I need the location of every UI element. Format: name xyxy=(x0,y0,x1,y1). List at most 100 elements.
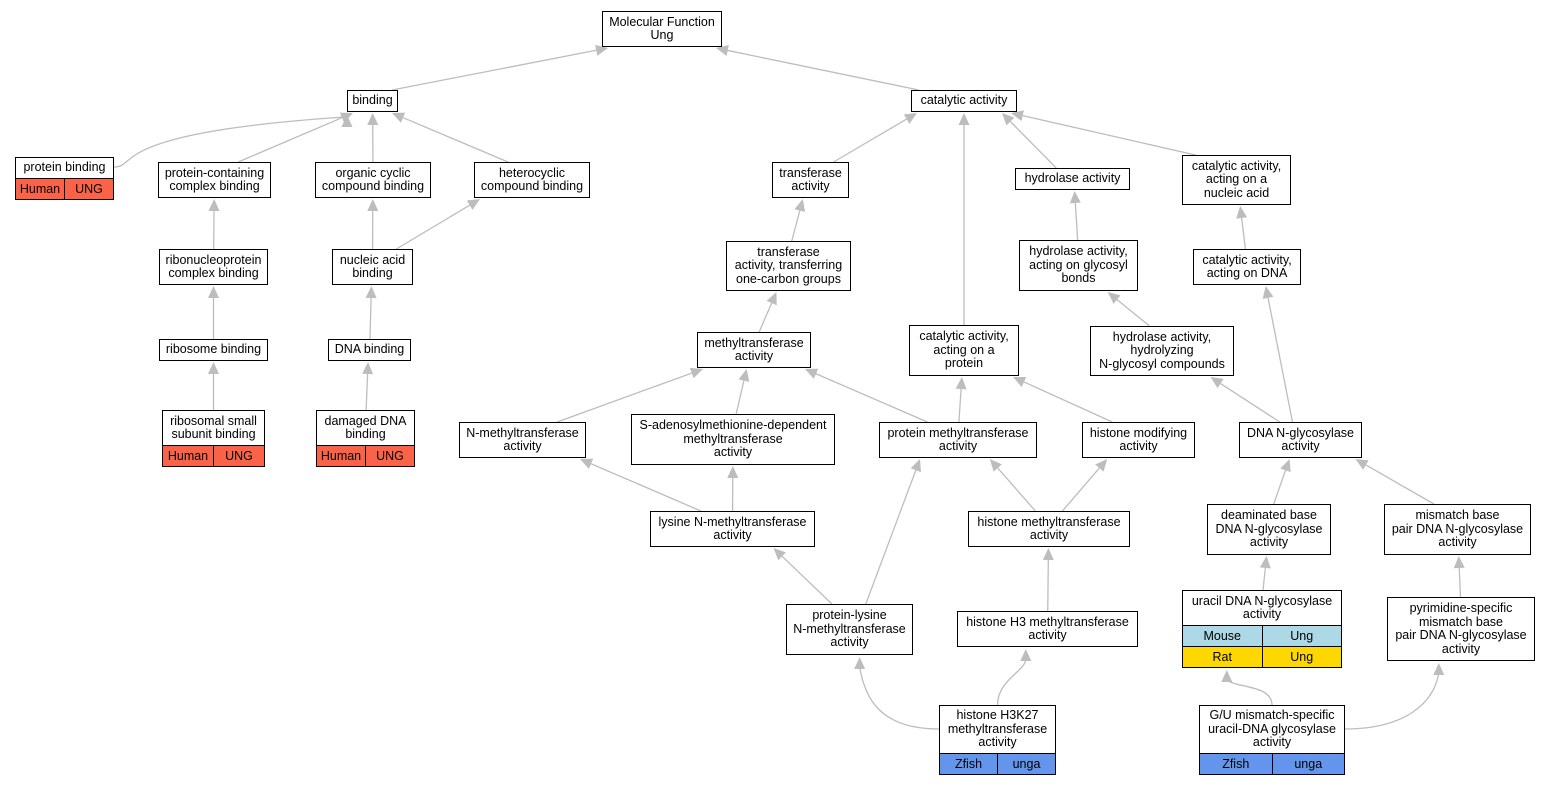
go-term-node-hc-binding[interactable]: heterocyclic compound binding xyxy=(474,162,590,198)
go-term-node-catalytic[interactable]: catalytic activity xyxy=(911,90,1017,112)
edge-line xyxy=(237,117,343,163)
go-term-node-trans-one-c[interactable]: transferase activity, transferring one-c… xyxy=(726,241,851,291)
edge-line xyxy=(1458,567,1462,598)
edge-arrowhead xyxy=(1001,113,1015,126)
go-term-node-binding[interactable]: binding xyxy=(347,90,398,112)
go-term-node-prot-methyl[interactable]: protein methyltransferase activity xyxy=(879,422,1037,458)
edge-arrowhead xyxy=(1453,556,1465,569)
edge-line xyxy=(365,373,369,411)
species-name: Human xyxy=(19,182,61,196)
go-term-label: S-adenosylmethionine-dependent methyltra… xyxy=(639,418,827,460)
go-term-label: heterocyclic compound binding xyxy=(480,165,584,193)
go-term-node-gu-mismatch[interactable]: G/U mismatch-specific uracil-DNA glycosy… xyxy=(1199,705,1345,775)
go-term-node-rnp-binding[interactable]: ribonucleoprotein complex binding xyxy=(159,249,268,285)
edge-line xyxy=(396,204,471,250)
gene-symbol: Ung xyxy=(1261,647,1342,667)
go-term-node-hydrolase[interactable]: hydrolase activity xyxy=(1015,168,1130,190)
go-term-node-hydro-nglyc[interactable]: hydrolase activity, hydrolyzing N-glycos… xyxy=(1090,326,1234,376)
go-term-node-deam-base[interactable]: deaminated base DNA N-glycosylase activi… xyxy=(1207,504,1331,555)
edge-line xyxy=(391,49,597,91)
go-term-node-pcc-binding[interactable]: protein-containing complex binding xyxy=(158,162,271,198)
go-term-node-root[interactable]: Molecular Function Ung xyxy=(602,11,722,47)
edge-arrowhead xyxy=(1069,191,1081,204)
go-term-node-sam-methyl[interactable]: S-adenosylmethionine-dependent methyltra… xyxy=(631,414,835,465)
edge-arrowhead xyxy=(1013,376,1027,387)
go-term-label: Molecular Function Ung xyxy=(609,14,715,42)
edge-line xyxy=(958,388,962,423)
go-term-label: protein methyltransferase activity xyxy=(887,425,1029,453)
go-term-node-h3-methyl[interactable]: histone H3 methyltransferase activity xyxy=(957,611,1138,647)
edge-arrowhead xyxy=(689,367,703,379)
edge-arrowhead xyxy=(955,377,967,390)
go-term-node-ribosome-binding[interactable]: ribosome binding xyxy=(159,339,268,361)
go-term-node-hydro-glyc[interactable]: hydrolase activity, acting on glycosyl b… xyxy=(1019,240,1138,291)
edge-line xyxy=(402,117,509,163)
edge-arrowhead xyxy=(903,113,917,124)
edge-line xyxy=(1365,464,1435,505)
go-term-node-lys-methyl[interactable]: lysine N-methyltransferase activity xyxy=(650,511,815,547)
gene-symbol: Ung xyxy=(1261,626,1342,646)
edge-line xyxy=(996,658,1027,706)
go-term-label: catalytic activity, acting on DNA xyxy=(1202,252,1292,280)
go-term-node-pyr-mismatch[interactable]: pyrimidine-specific mismatch base pair D… xyxy=(1387,597,1535,661)
go-term-label: uracil DNA N-glycosylase activity xyxy=(1191,593,1333,621)
go-term-node-h3k27[interactable]: histone H3K27 methyltransferase activity… xyxy=(939,705,1056,775)
go-term-label: DNA N-glycosylase activity xyxy=(1247,425,1354,453)
edge-arrowhead xyxy=(1107,292,1121,304)
edge-line xyxy=(1262,567,1266,591)
go-term-label: catalytic activity, acting on a protein xyxy=(919,329,1009,371)
species-name: Rat xyxy=(1212,650,1232,664)
go-term-node-cat-dna[interactable]: catalytic activity, acting on DNA xyxy=(1193,249,1301,285)
go-term-label: ribonucleoprotein complex binding xyxy=(165,252,262,280)
go-term-label: DNA binding xyxy=(334,342,405,357)
go-term-node-prot-lys[interactable]: protein-lysine N-methyltransferase activ… xyxy=(786,604,913,655)
edge-arrowhead xyxy=(958,113,970,125)
edge-arrowhead xyxy=(208,199,220,212)
edge-arrowhead xyxy=(989,459,1002,472)
edge-line xyxy=(590,463,702,512)
go-term-node-n-methyl[interactable]: N-methyltransferase activity xyxy=(459,422,586,458)
go-term-node-cat-protein[interactable]: catalytic activity, acting on a protein xyxy=(909,325,1019,376)
go-term-label: transferase activity xyxy=(779,165,842,193)
edge-arrowhead xyxy=(1210,377,1224,389)
go-term-node-dna-nglyc[interactable]: DNA N-glycosylase activity xyxy=(1239,422,1362,458)
edge-line xyxy=(1047,559,1049,612)
go-term-node-na-binding[interactable]: nucleic acid binding xyxy=(332,249,413,285)
go-term-node-cat-na[interactable]: catalytic activity, acting on a nucleic … xyxy=(1182,155,1291,205)
edge-line xyxy=(859,666,940,730)
edge-line xyxy=(865,470,917,605)
go-term-label: organic cyclic compound binding xyxy=(321,165,425,193)
edge-arrowhead xyxy=(341,115,353,127)
gene-symbol: UNG xyxy=(213,446,264,466)
go-term-node-mismatch[interactable]: mismatch base pair DNA N-glycosylase act… xyxy=(1384,504,1531,555)
go-term-label: histone H3K27 methyltransferase activity xyxy=(947,708,1048,750)
go-term-node-hist-mod[interactable]: histone modifying activity xyxy=(1082,422,1195,458)
edge-arrowhead xyxy=(773,548,786,561)
edge-line xyxy=(557,372,692,423)
go-term-node-methyl[interactable]: methyltransferase activity xyxy=(697,332,811,368)
species-name: Zfish xyxy=(954,757,983,771)
edge-arrowhead xyxy=(1236,206,1248,219)
edge-arrowhead xyxy=(339,112,353,123)
go-term-label: histone H3 methyltransferase activity xyxy=(966,614,1129,642)
go-term-label: catalytic activity, acting on a nucleic … xyxy=(1191,158,1282,200)
go-term-label: protein-containing complex binding xyxy=(164,165,265,193)
go-term-node-dna-binding[interactable]: DNA binding xyxy=(328,339,411,361)
go-term-label: catalytic activity xyxy=(920,93,1008,108)
go-term-node-hist-methyl[interactable]: histone methyltransferase activity xyxy=(968,511,1130,547)
edge-line xyxy=(727,49,919,91)
species-name: Zfish xyxy=(1222,757,1250,771)
edge-line xyxy=(815,373,928,423)
edge-arrowhead xyxy=(805,368,819,379)
go-term-node-transferase[interactable]: transferase activity xyxy=(772,162,849,198)
edge-arrowhead xyxy=(854,657,866,669)
edge-arrowhead xyxy=(392,112,406,123)
go-term-node-occ-binding[interactable]: organic cyclic compound binding xyxy=(315,162,431,198)
